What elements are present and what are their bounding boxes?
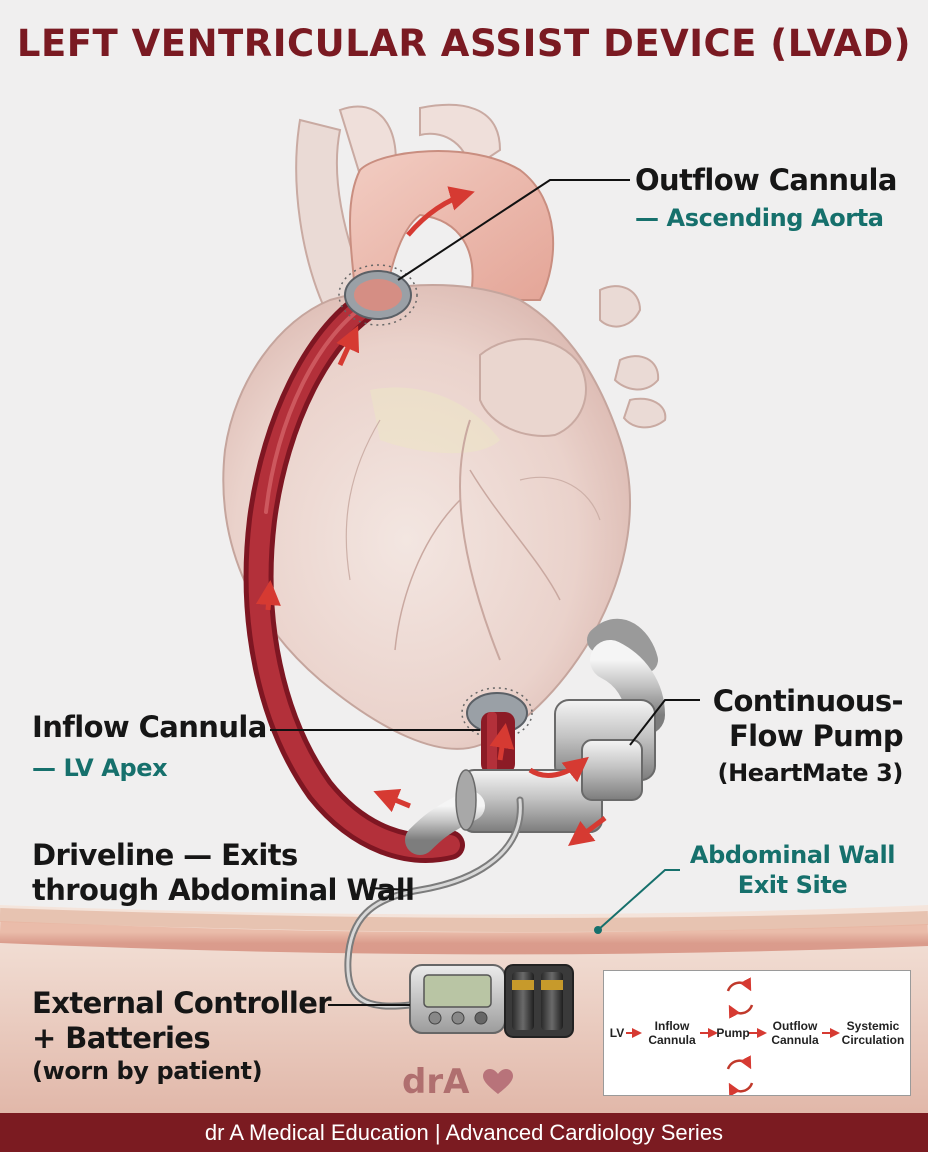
flow-step-outflow-line2: Cannula	[771, 1033, 819, 1047]
flow-step-pump-text: Pump	[716, 1026, 750, 1040]
flow-step-systemic-line1: Systemic	[846, 1019, 900, 1033]
driveline-cable	[344, 796, 524, 1010]
controller-label: External Controller + Batteries (worn by…	[32, 986, 332, 1086]
continuous-flow-pump	[405, 618, 665, 855]
flow-step-outflow: Outflow Cannula	[766, 1019, 824, 1047]
flow-step-inflow: Inflow Cannula	[642, 1019, 702, 1047]
brand-logo-text: drA	[402, 1062, 470, 1102]
driveline-label: Driveline — Exits through Abdominal Wall	[32, 838, 415, 908]
cycle-icon-top	[726, 977, 754, 1019]
inflow-cannula-sublabel: — LV Apex	[32, 754, 168, 782]
brand-logo: drA	[402, 1062, 514, 1102]
driveline-label-line1: Driveline — Exits	[32, 838, 298, 872]
pump-label: Continuous- Flow Pump (HeartMate 3)	[640, 684, 904, 788]
exit-site-label: Abdominal Wall Exit Site	[685, 840, 900, 900]
flow-step-inflow-line1: Inflow	[654, 1019, 690, 1033]
flow-step-outflow-line1: Outflow	[772, 1019, 818, 1033]
cycle-icon-bottom	[726, 1055, 754, 1095]
outflow-cannula-sublabel: — Ascending Aorta	[635, 204, 884, 232]
exit-site-label-line2: Exit Site	[737, 871, 848, 899]
batteries	[504, 964, 574, 1038]
footer-bar: dr A Medical Education | Advanced Cardio…	[0, 1113, 928, 1152]
flow-step-inflow-line2: Cannula	[648, 1033, 696, 1047]
driveline-label-line2: through Abdominal Wall	[32, 873, 415, 907]
flow-step-pump: Pump	[716, 1026, 750, 1040]
flow-arrows	[255, 186, 607, 847]
heart-icon	[483, 1069, 514, 1094]
flow-step-systemic: Systemic Circulation	[838, 1019, 908, 1047]
flow-summary-box: LV Inflow Cannula Pump Outflow Cannula S…	[603, 970, 911, 1096]
external-controller	[409, 964, 506, 1034]
flow-step-lv: LV	[608, 1026, 626, 1040]
outflow-cannula-graft	[243, 285, 465, 863]
outflow-anastomosis	[338, 264, 418, 326]
heart-icon	[222, 103, 667, 750]
pump-label-line1: Continuous-	[712, 684, 904, 718]
controller-label-sub: (worn by patient)	[32, 1057, 263, 1085]
exit-site-label-line1: Abdominal Wall	[689, 841, 896, 869]
controller-label-line2: + Batteries	[32, 1021, 211, 1055]
flow-summary-graphics	[626, 977, 840, 1095]
page-title: LEFT VENTRICULAR ASSIST DEVICE (LVAD)	[16, 22, 912, 65]
outflow-cannula-label: Outflow Cannula	[635, 163, 897, 197]
flow-step-systemic-line2: Circulation	[841, 1033, 905, 1047]
pump-label-line2: Flow Pump	[728, 719, 904, 753]
leader-lines	[270, 179, 700, 1006]
inflow-cannula-label: Inflow Cannula	[32, 710, 267, 744]
controller-label-line1: External Controller	[32, 986, 332, 1020]
exit-site-marker	[594, 926, 602, 934]
flow-step-lv-text: LV	[609, 1026, 625, 1040]
pump-label-sub: (HeartMate 3)	[717, 759, 904, 787]
